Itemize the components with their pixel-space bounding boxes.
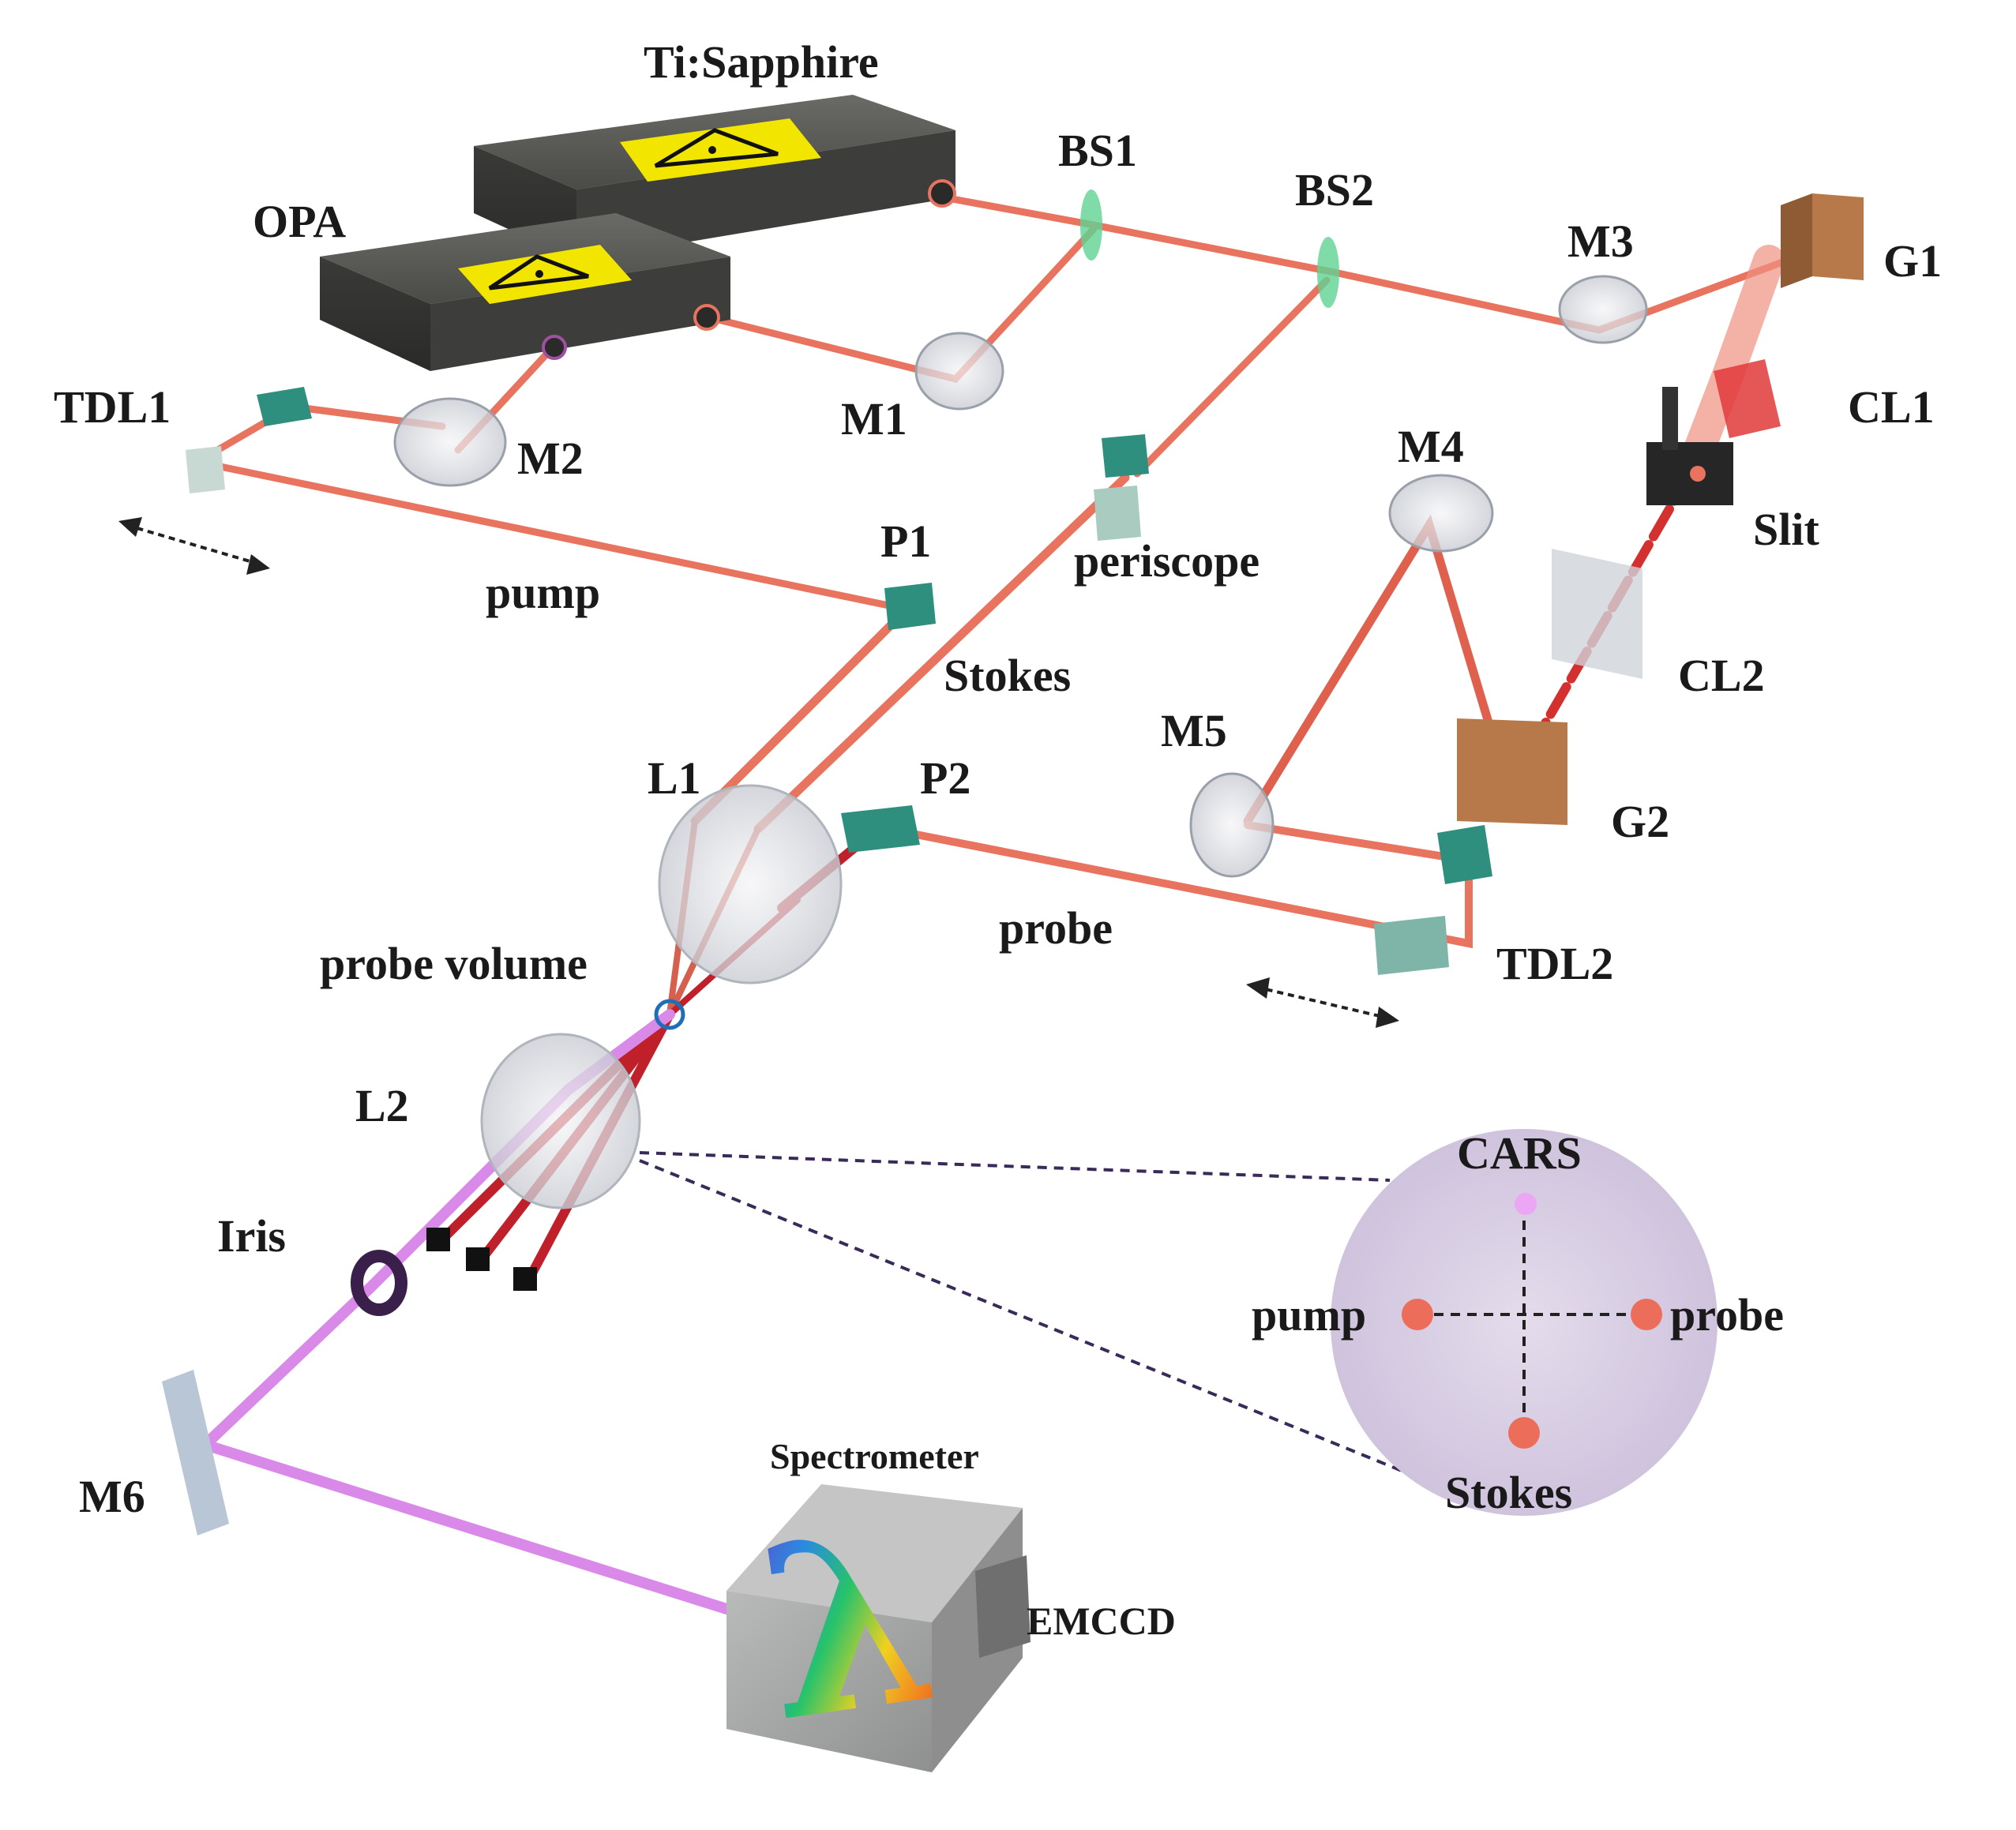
beam-m2-to-tdl1 <box>187 403 904 612</box>
label-m4: M4 <box>1398 421 1464 472</box>
beam-m5-tdl2 <box>904 821 1473 949</box>
beam-spot-inset <box>1331 1129 1718 1516</box>
label-g2: G2 <box>1611 796 1669 847</box>
cars-spot-icon <box>1515 1193 1537 1215</box>
label-p2: P2 <box>920 752 970 804</box>
label-bs1: BS1 <box>1058 125 1137 176</box>
periscope-top-icon <box>1102 434 1149 478</box>
label-m2: M2 <box>517 433 584 484</box>
laser-warning-sign <box>458 245 632 304</box>
label-m6: M6 <box>79 1471 145 1522</box>
label-emccd: EMCCD <box>1027 1599 1176 1643</box>
label-probe-volume: probe volume <box>320 938 588 989</box>
tdl2-prism-top-icon <box>1437 825 1492 884</box>
inset-label-pump: pump <box>1252 1289 1366 1341</box>
inset-link-top <box>639 1151 1391 1182</box>
labels: Ti:Sapphire OPA BS1 BS2 M3 G1 TDL1 M2 M1… <box>54 36 1942 1643</box>
m6-mirror-icon <box>162 1370 229 1536</box>
slit-icon <box>1646 387 1733 505</box>
beam-periscope-to-l1 <box>753 473 1130 834</box>
label-m5: M5 <box>1161 705 1227 756</box>
label-cl1: CL1 <box>1848 381 1935 433</box>
m3-mirror-icon <box>1558 275 1648 344</box>
inset-link-bottom <box>639 1159 1406 1474</box>
label-g1: G1 <box>1883 235 1942 287</box>
m1-mirror-icon <box>914 332 1004 411</box>
label-cl2: CL2 <box>1678 650 1765 701</box>
inset-label-cars: CARS <box>1457 1127 1582 1179</box>
periscope-bottom-icon <box>1094 486 1141 541</box>
p1-prism-icon <box>884 583 936 630</box>
iris-icon <box>351 1250 407 1316</box>
beam-block-icon <box>466 1247 490 1271</box>
label-m1: M1 <box>841 393 907 444</box>
g2-grating-icon <box>1457 718 1567 825</box>
inset-label-stokes: Stokes <box>1445 1467 1572 1518</box>
label-ti-sapphire: Ti:Sapphire <box>644 36 879 88</box>
beam-bs2-periscope <box>1133 276 1331 478</box>
label-probe: probe <box>999 902 1113 954</box>
bs2-icon <box>1317 237 1339 308</box>
beam-ti-to-g1 <box>940 193 1812 334</box>
optics <box>118 189 1864 1536</box>
label-spectrometer: Spectrometer <box>770 1436 979 1476</box>
probe-volume-marker <box>654 999 685 1030</box>
cl2-lens-icon <box>1552 549 1642 679</box>
p2-prism-icon <box>841 805 920 853</box>
beam-block-icon <box>426 1228 450 1251</box>
label-tdl1: TDL1 <box>54 381 171 433</box>
stokes-spot-icon <box>1508 1417 1540 1449</box>
tdl2-prism-bottom-icon <box>1374 916 1449 975</box>
label-periscope: periscope <box>1074 535 1260 587</box>
label-tdl2: TDL2 <box>1496 938 1613 989</box>
m2-mirror-icon <box>393 397 507 487</box>
tdl1-prism-top-icon <box>257 387 312 426</box>
beam-block-icon <box>513 1267 537 1291</box>
m5-mirror-icon <box>1189 772 1275 878</box>
emccd-camera-icon <box>975 1555 1031 1658</box>
cl1-lens-icon <box>1714 359 1781 438</box>
pump-spot-icon <box>1402 1299 1433 1330</box>
opa-aperture <box>693 304 720 331</box>
tdl1-prism-bottom-icon <box>186 446 225 493</box>
bs1-icon <box>1080 189 1102 261</box>
label-m3: M3 <box>1567 216 1634 267</box>
ti-sapphire-aperture <box>928 179 956 208</box>
m4-mirror-icon <box>1388 474 1494 553</box>
label-stokes: Stokes <box>944 650 1071 701</box>
opa-front-aperture <box>542 335 567 360</box>
l1-lens-icon <box>658 784 843 984</box>
tdl1-translation-arrow <box>126 523 261 566</box>
spectrometer-device: λ <box>726 1476 1031 1775</box>
label-opa: OPA <box>253 196 346 247</box>
label-p1: P1 <box>880 516 931 567</box>
inset-label-probe: probe <box>1670 1289 1784 1341</box>
lambda-symbol: λ <box>747 1476 950 1775</box>
ti-sapphire-laser <box>474 95 956 261</box>
beam-opa-to-bs1 <box>699 225 1098 384</box>
label-slit: Slit <box>1753 504 1819 555</box>
l2-lens-icon <box>480 1033 641 1209</box>
opa-laser <box>320 213 730 371</box>
probe-spot-icon <box>1631 1299 1662 1330</box>
g1-grating-icon <box>1812 193 1864 280</box>
label-bs2: BS2 <box>1295 164 1374 216</box>
tdl2-translation-arrow <box>1255 985 1391 1020</box>
label-pump: pump <box>486 567 600 618</box>
label-l2: L2 <box>355 1080 409 1131</box>
label-l1: L1 <box>648 752 701 804</box>
beam-p1-to-l1 <box>690 607 909 826</box>
label-iris: Iris <box>217 1210 286 1262</box>
